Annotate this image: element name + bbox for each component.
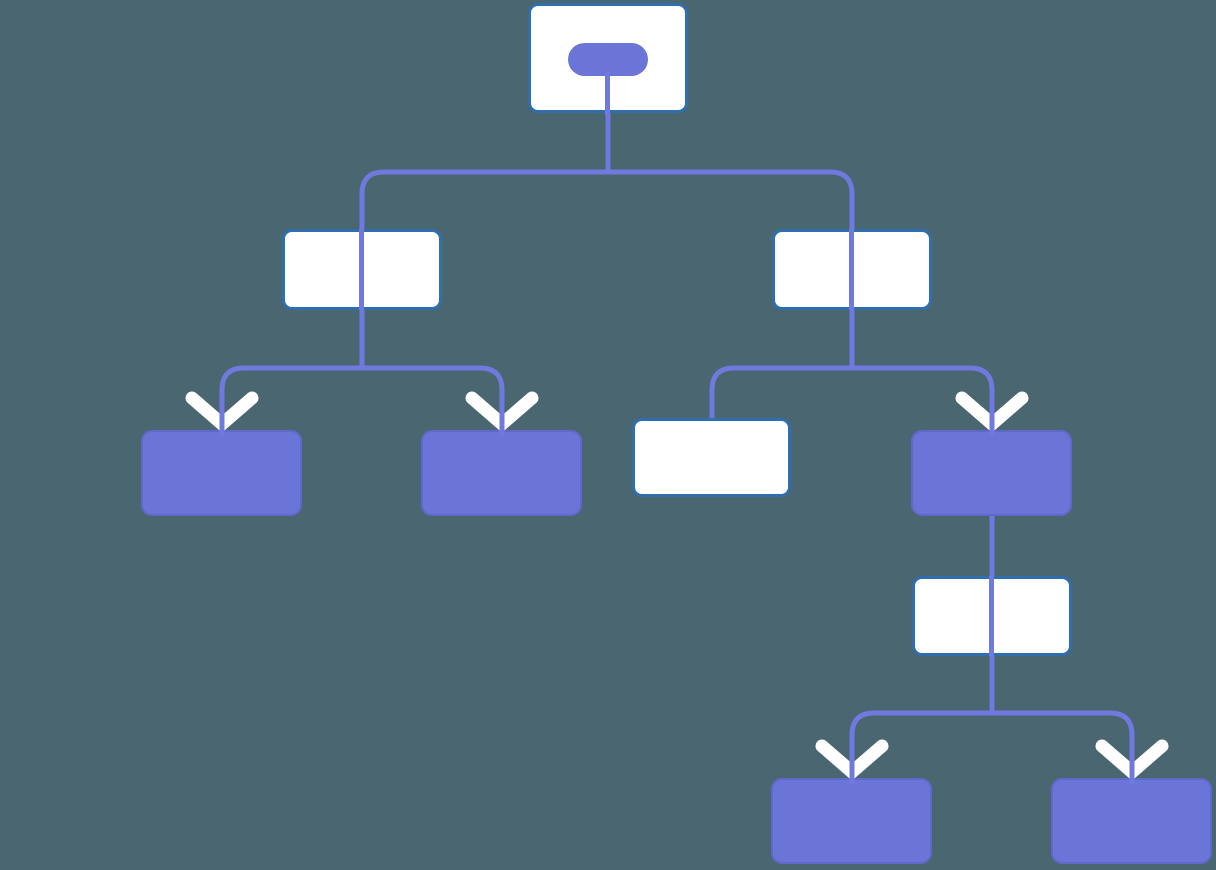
node-n-l2-right-passthrough-line bbox=[849, 229, 854, 310]
node-n-l3-c[interactable] bbox=[632, 418, 791, 497]
node-root-pill-badge bbox=[568, 43, 648, 76]
node-n-l2-left-passthrough-line bbox=[359, 229, 364, 310]
node-n-l3-a[interactable] bbox=[141, 430, 302, 516]
node-n-l5-right[interactable] bbox=[1051, 778, 1212, 864]
node-root-passthrough-line bbox=[605, 72, 610, 115]
node-n-l3-b[interactable] bbox=[421, 430, 582, 516]
node-n-l5-left[interactable] bbox=[771, 778, 932, 864]
node-n-l3-d[interactable] bbox=[911, 430, 1072, 516]
node-n-l4-passthrough-line bbox=[989, 576, 994, 656]
